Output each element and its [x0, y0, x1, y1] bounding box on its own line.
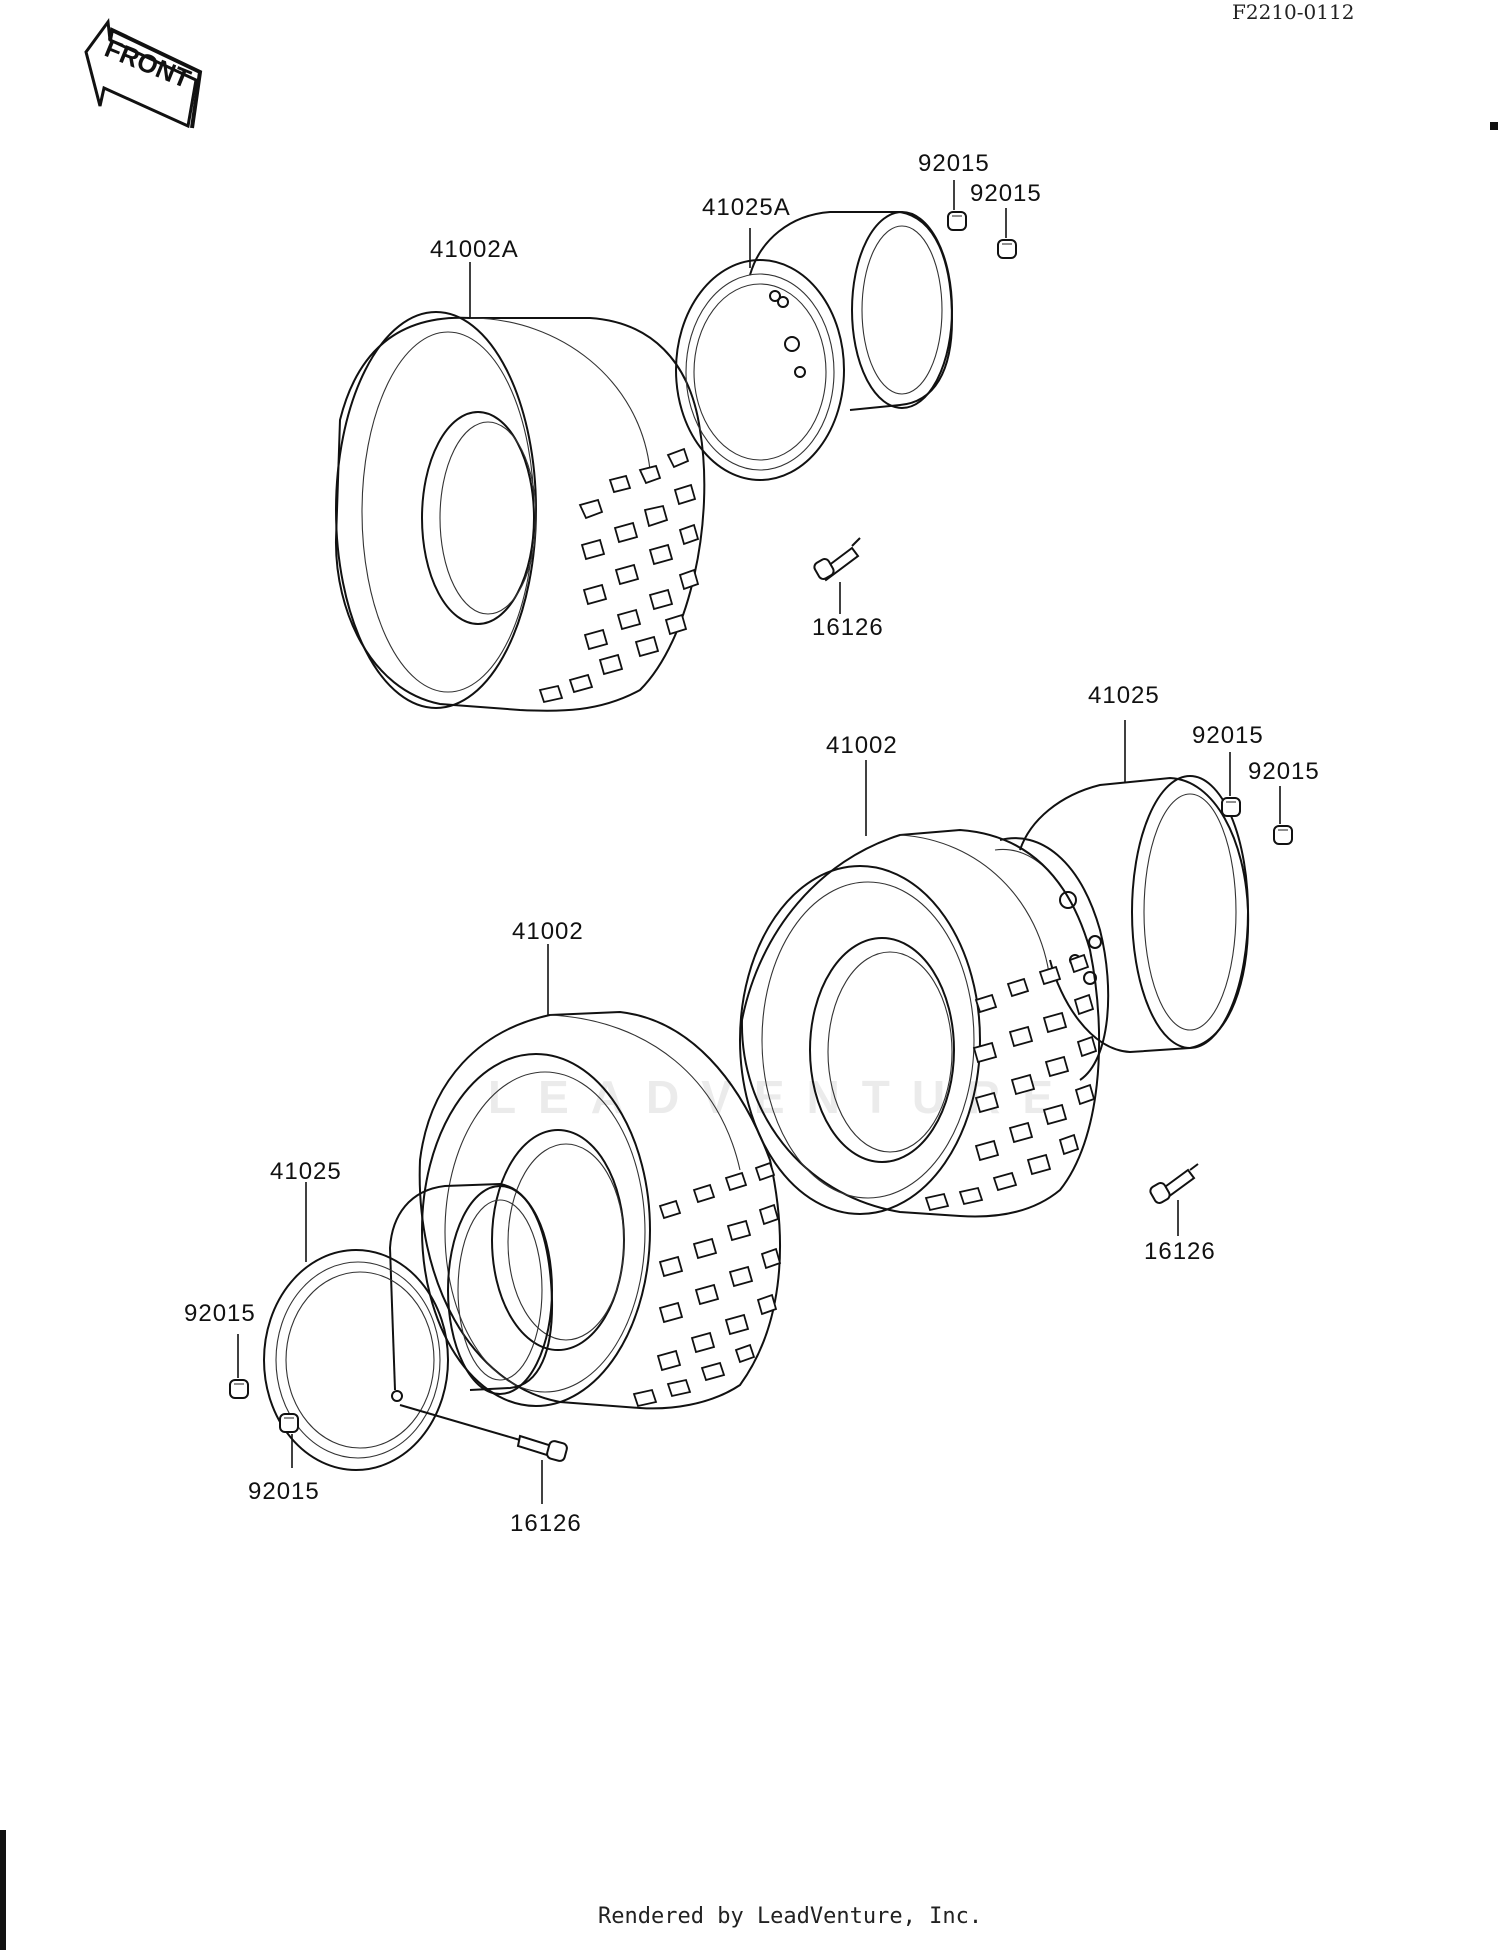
- label-92015-upper-2: 92015: [970, 180, 1042, 207]
- label-41002a: 41002A: [430, 236, 519, 263]
- label-41025-right: 41025: [1088, 682, 1160, 709]
- tread-blocks-upper: [538, 447, 700, 704]
- footer-credit: Rendered by LeadVenture, Inc.: [598, 1904, 983, 1929]
- label-16126-left: 16126: [510, 1510, 582, 1537]
- nut-left-2-icon: [279, 1413, 299, 1433]
- nut-right-1-icon: [1221, 797, 1241, 817]
- label-92015-left-1: 92015: [184, 1300, 256, 1327]
- tread-blocks-right: [924, 953, 1098, 1212]
- nut-right-2-icon: [1273, 825, 1293, 845]
- valve-upper-icon: [813, 537, 861, 582]
- valve-right-icon: [1149, 1163, 1199, 1204]
- front-arrow-icon: FRONT: [84, 18, 203, 129]
- label-41025a: 41025A: [702, 194, 791, 221]
- nut-left-1-icon: [229, 1379, 249, 1399]
- tire-41002a: [334, 311, 706, 712]
- diagram-code: F2210-0112: [1232, 0, 1355, 24]
- label-41002-left: 41002: [512, 918, 584, 945]
- margin-mark: [1490, 122, 1498, 130]
- label-92015-upper-1: 92015: [918, 150, 990, 177]
- label-16126-right: 16126: [1144, 1238, 1216, 1265]
- label-16126-upper: 16126: [812, 614, 884, 641]
- label-41002-right: 41002: [826, 732, 898, 759]
- rim-41025a: [675, 211, 954, 481]
- rim-41025-right: [994, 775, 1250, 1081]
- valve-left-icon: [399, 1404, 568, 1462]
- label-92015-left-2: 92015: [248, 1478, 320, 1505]
- nut-upper-1-icon: [947, 211, 967, 231]
- rim-41025-left: [263, 1182, 554, 1471]
- watermark: LEADVENTURE: [488, 1071, 1076, 1123]
- nut-upper-2-icon: [997, 239, 1017, 259]
- leader-lines: [237, 180, 1281, 1504]
- tire-41002-left: [418, 1010, 782, 1410]
- label-92015-right-2: 92015: [1248, 758, 1320, 785]
- edge-bar: [0, 1830, 6, 1950]
- tread-blocks-left: [632, 1161, 782, 1408]
- label-41025-left: 41025: [270, 1158, 342, 1185]
- label-92015-right-1: 92015: [1192, 722, 1264, 749]
- tire-41002-right: [739, 828, 1101, 1218]
